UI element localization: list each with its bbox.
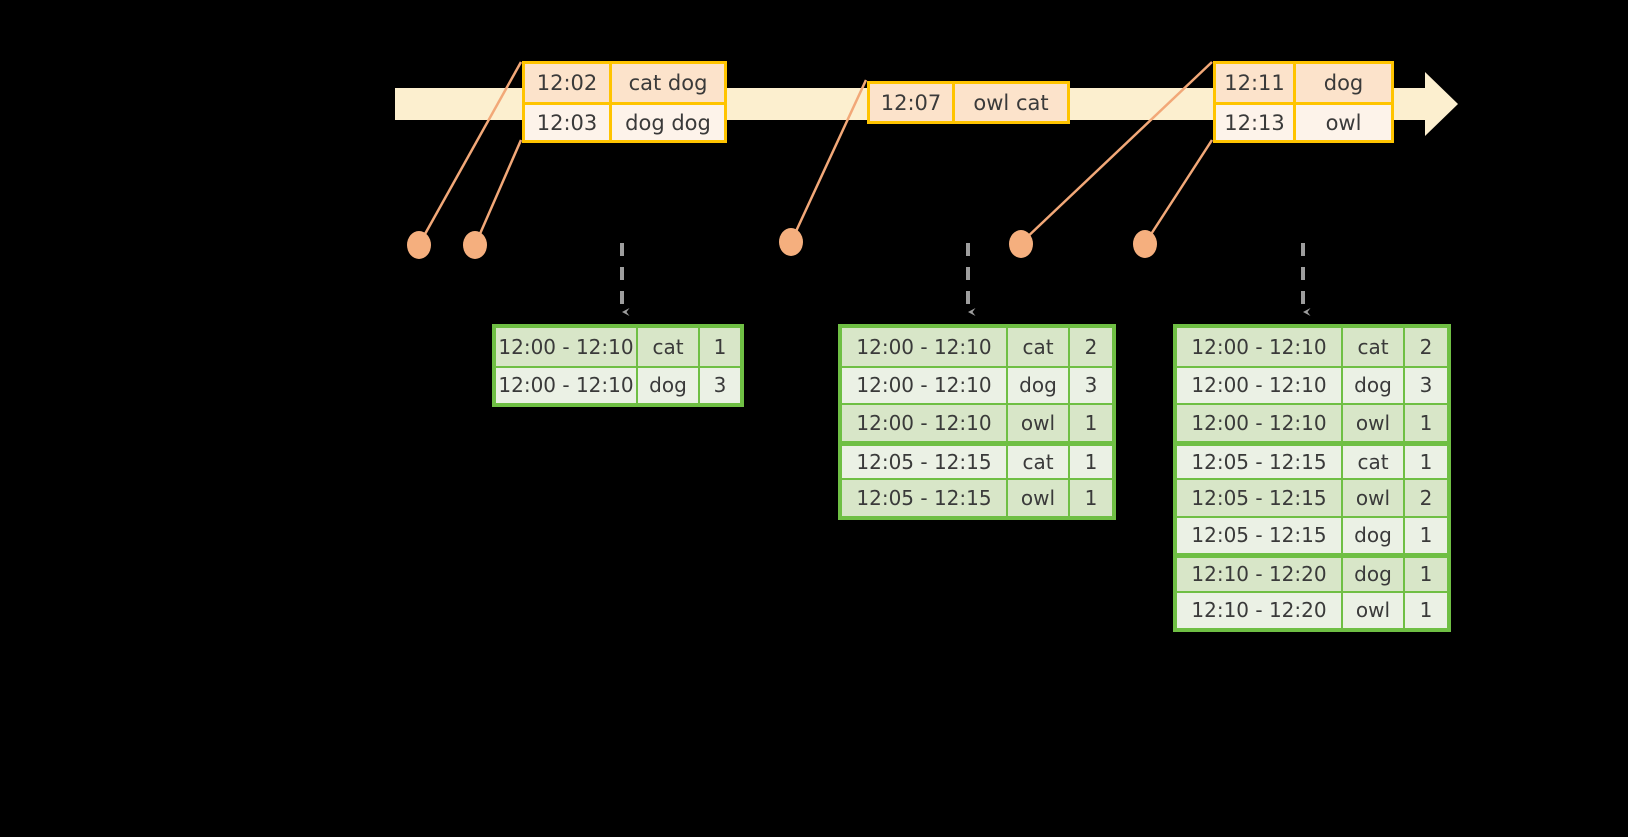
key-cell: cat bbox=[1008, 445, 1070, 478]
window-cell: 12:05 - 12:15 bbox=[842, 480, 1008, 516]
count-cell: 3 bbox=[1070, 367, 1112, 403]
event-time: 12:11 bbox=[1216, 64, 1296, 102]
event-dot-5 bbox=[1133, 230, 1157, 258]
count-cell: 1 bbox=[1405, 517, 1447, 553]
key-cell: cat bbox=[1343, 445, 1405, 478]
key-cell: owl bbox=[1343, 592, 1405, 628]
count-cell: 1 bbox=[1070, 480, 1112, 516]
window-cell: 12:00 - 12:10 bbox=[496, 367, 638, 403]
key-cell: owl bbox=[1008, 405, 1070, 441]
count-cell: 1 bbox=[1070, 405, 1112, 441]
key-cell: cat bbox=[638, 328, 700, 366]
key-cell: cat bbox=[1343, 328, 1405, 366]
event-dot-3 bbox=[779, 228, 803, 256]
window-cell: 12:00 - 12:10 bbox=[1177, 367, 1343, 403]
key-cell: owl bbox=[1008, 480, 1070, 516]
window-cell: 12:00 - 12:10 bbox=[1177, 405, 1343, 441]
event-dot-4 bbox=[1009, 230, 1033, 258]
count-cell: 2 bbox=[1070, 328, 1112, 366]
count-cell: 1 bbox=[1405, 558, 1447, 591]
event-dot-1 bbox=[407, 231, 431, 259]
count-cell: 1 bbox=[1405, 592, 1447, 628]
window-cell: 12:05 - 12:15 bbox=[1177, 517, 1343, 553]
window-cell: 12:00 - 12:10 bbox=[842, 328, 1008, 366]
count-cell: 1 bbox=[1405, 405, 1447, 441]
window-cell: 12:10 - 12:20 bbox=[1177, 592, 1343, 628]
event-row[interactable]: 12:13 owl bbox=[1216, 102, 1391, 140]
count-cell: 2 bbox=[1405, 328, 1447, 366]
count-cell: 1 bbox=[700, 328, 740, 366]
event-words: owl bbox=[1325, 110, 1362, 135]
count-cell: 3 bbox=[1405, 367, 1447, 403]
window-cell: 12:05 - 12:15 bbox=[842, 445, 1008, 478]
window-cell: 12:05 - 12:15 bbox=[1177, 445, 1343, 478]
event-dots bbox=[407, 228, 1157, 259]
key-cell: dog bbox=[638, 367, 700, 403]
key-cell: dog bbox=[1343, 367, 1405, 403]
event-row[interactable]: 12:03 dog dog bbox=[525, 102, 724, 140]
event-words: owl cat bbox=[973, 90, 1049, 115]
count-cell: 2 bbox=[1405, 480, 1447, 516]
event-time: 12:03 bbox=[525, 105, 612, 140]
window-cell: 12:00 - 12:10 bbox=[496, 328, 638, 366]
count-cell: 1 bbox=[1405, 445, 1447, 478]
window-cell: 12:00 - 12:10 bbox=[842, 367, 1008, 403]
window-cell: 12:10 - 12:20 bbox=[1177, 558, 1343, 591]
key-cell: dog bbox=[1343, 558, 1405, 591]
event-row[interactable]: 12:07 owl cat bbox=[870, 84, 1067, 121]
window-cell: 12:05 - 12:15 bbox=[1177, 480, 1343, 516]
event-row[interactable]: 12:02 cat dog bbox=[525, 64, 724, 102]
event-words: dog bbox=[1323, 71, 1364, 95]
event-group-2[interactable]: 12:07 owl cat bbox=[867, 81, 1070, 124]
event-time: 12:07 bbox=[870, 84, 955, 121]
event-dot-2 bbox=[463, 231, 487, 259]
event-time: 12:13 bbox=[1216, 105, 1296, 140]
emit-arrows bbox=[620, 243, 1311, 316]
event-row[interactable]: 12:11 dog bbox=[1216, 64, 1391, 102]
window-cell: 12:00 - 12:10 bbox=[1177, 328, 1343, 366]
key-cell: owl bbox=[1343, 480, 1405, 516]
key-cell: dog bbox=[1008, 367, 1070, 403]
event-group-3[interactable]: 12:11 dog 12:13 owl bbox=[1213, 61, 1394, 143]
event-words: dog dog bbox=[625, 110, 711, 135]
count-cell: 3 bbox=[700, 367, 740, 403]
event-time: 12:02 bbox=[525, 64, 612, 102]
window-cell: 12:00 - 12:10 bbox=[842, 405, 1008, 441]
key-cell: dog bbox=[1343, 517, 1405, 553]
count-cell: 1 bbox=[1070, 445, 1112, 478]
key-cell: owl bbox=[1343, 405, 1405, 441]
key-cell: cat bbox=[1008, 328, 1070, 366]
event-words: cat dog bbox=[628, 71, 708, 95]
event-group-1[interactable]: 12:02 cat dog 12:03 dog dog bbox=[522, 61, 727, 143]
